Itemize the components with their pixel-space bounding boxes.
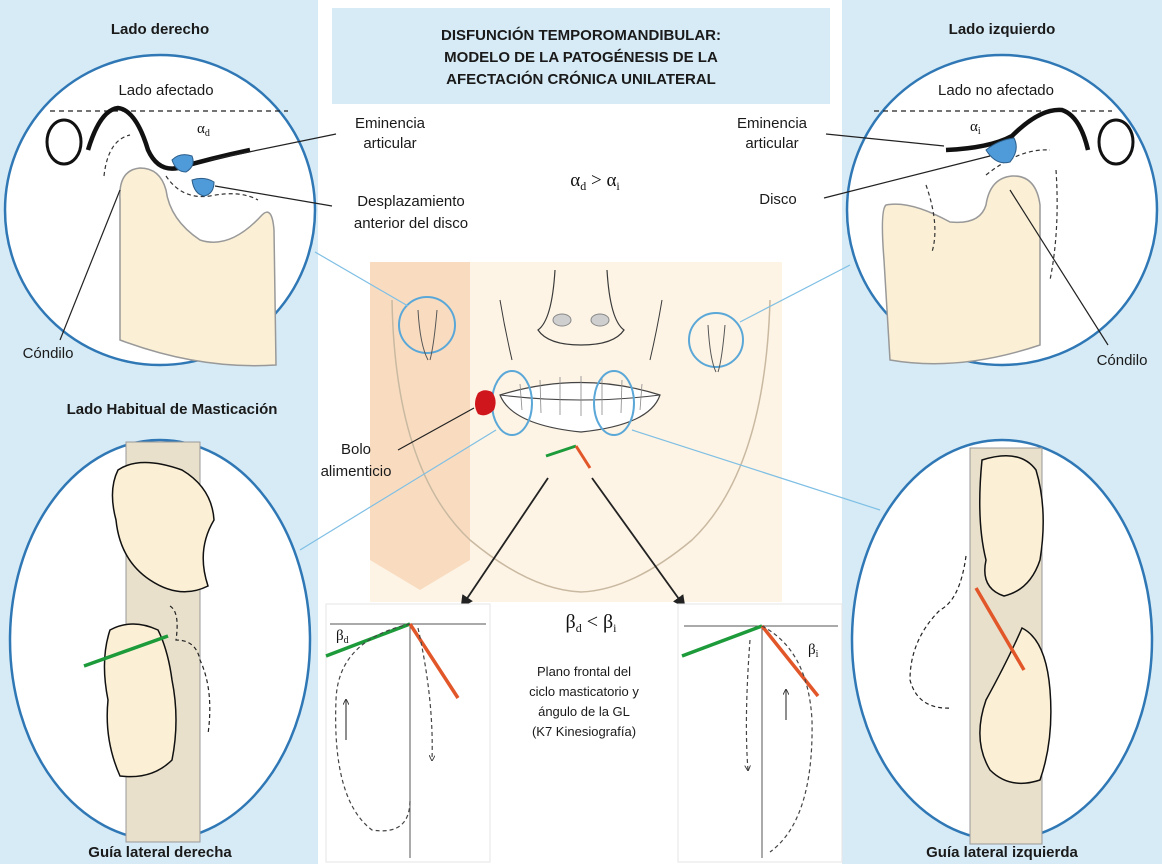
label-condyle-right: Cóndilo: [23, 345, 74, 362]
label-eminence-left-1: Eminencia: [737, 115, 808, 132]
upper-tooth-left: [980, 456, 1043, 596]
tmj-left-detail: Lado no afectado αi Cóndilo: [847, 55, 1157, 369]
label-guide-right: Guía lateral derecha: [88, 844, 232, 861]
title-line-2: MODELO DE LA PATOGÉNESIS DE LA: [444, 49, 718, 66]
cycle-left-panel: βi: [678, 604, 842, 862]
caption-line-4: (K7 Kinesiografía): [532, 724, 636, 739]
caption-line-3: ángulo de la GL: [538, 704, 630, 719]
lateral-guide-left-detail: [852, 440, 1152, 844]
label-disc: Disco: [759, 191, 797, 208]
cycle-left-box: [678, 604, 842, 862]
label-eminence-left-2: articular: [745, 135, 798, 152]
nostril-left: [591, 314, 609, 326]
label-affected-side: Lado afectado: [118, 82, 213, 99]
label-displacement-1: Desplazamiento: [357, 193, 465, 210]
cycle-right-box: [326, 604, 490, 862]
right-side-header: Lado derecho: [111, 21, 209, 38]
label-guide-left: Guía lateral izquierda: [926, 844, 1078, 861]
left-side-header: Lado izquierdo: [949, 21, 1056, 38]
label-bolus-2: alimenticio: [321, 463, 392, 480]
label-bolus-1: Bolo: [341, 441, 371, 458]
beta-relation: βd < βi: [566, 611, 618, 635]
title-line-1: DISFUNCIÓN TEMPOROMANDIBULAR:: [441, 26, 721, 44]
label-not-affected-side: Lado no afectado: [938, 82, 1054, 99]
label-eminence-right-2: articular: [363, 135, 416, 152]
lateral-guide-right-detail: [10, 440, 310, 842]
label-displacement-2: anterior del disco: [354, 215, 468, 232]
label-eminence-right-1: Eminencia: [355, 115, 426, 132]
label-chewing-side: Lado Habitual de Masticación: [67, 401, 278, 418]
title-line-3: AFECTACIÓN CRÓNICA UNILATERAL: [446, 70, 716, 88]
caption-line-1: Plano frontal del: [537, 664, 631, 679]
label-condyle-left: Cóndilo: [1097, 352, 1148, 369]
tmj-right-detail: Lado afectado αd Cóndilo: [5, 55, 315, 366]
cycle-right-panel: βd: [326, 604, 490, 862]
alpha-relation: αd > αi: [570, 170, 620, 193]
nostril-right: [553, 314, 571, 326]
caption-line-2: ciclo masticatorio y: [529, 684, 639, 699]
affected-cheek-shade: [370, 262, 470, 590]
